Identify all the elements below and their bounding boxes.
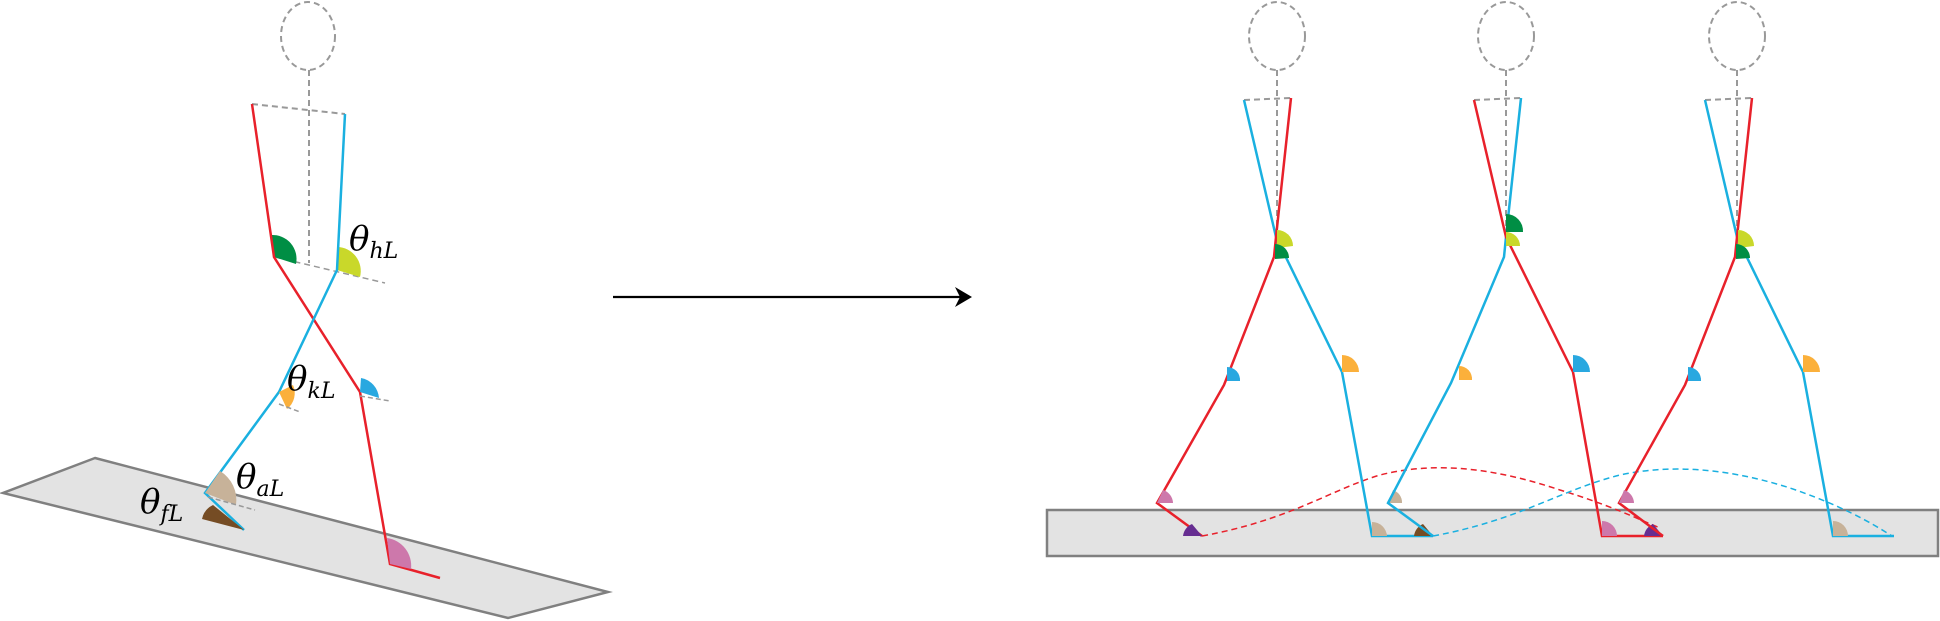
theta-symbol: θ [287, 359, 308, 399]
knee-ref-dashed [278, 403, 301, 413]
knee-angle-orange-wedge [1342, 355, 1359, 372]
knee-subscript: kL [307, 379, 336, 404]
leg-red [1155, 97, 1293, 538]
ankle-subscript: aL [256, 477, 285, 502]
knee-angle-blue-wedge [1688, 366, 1702, 381]
left-panel [0, 1, 613, 620]
head-outline [1248, 1, 1306, 71]
knee-angle-blue-wedge [1573, 355, 1590, 372]
theta-symbol: θ [140, 482, 161, 522]
knee-angle-blue-wedge [360, 378, 379, 398]
hip-angle-left-wedge [271, 234, 297, 264]
hip-angle-right-wedge [337, 247, 361, 277]
head-outline [1477, 1, 1535, 71]
hip-subscript: hL [369, 239, 399, 264]
ankle-angle-label: θaL [236, 460, 284, 501]
leg-red [1617, 97, 1754, 537]
ankle-angle-tan-wedge-2 [1388, 490, 1403, 503]
leg-blue [1703, 99, 1894, 538]
ankle-angle-pink-wedge [1602, 521, 1617, 536]
foot-angle-purple-wedge [1183, 524, 1202, 536]
leg-blue [1386, 97, 1523, 538]
foot-angle-label: θfL [140, 485, 183, 526]
pelvis-line-dashed [274, 256, 386, 284]
hip-angle-a-wedge [1277, 230, 1293, 248]
ground-plane-tilted [0, 456, 613, 620]
arrow-head-icon [955, 287, 972, 307]
head-outline [280, 1, 336, 71]
ankle-angle-tan-wedge [1372, 521, 1387, 536]
ankle-angle-pink-wedge-2 [1619, 490, 1634, 503]
gait-figure-2 [1386, 1, 1663, 538]
knee-angle-label: θkL [287, 362, 335, 403]
knee-ref-dashed-2 [359, 395, 391, 402]
theta-symbol: θ [349, 219, 370, 259]
foot-subscript: fL [160, 502, 184, 527]
hip-angle-label: θhL [349, 222, 398, 263]
hip-line-dashed [1473, 97, 1522, 101]
knee-angle-orange-wedge [279, 385, 295, 409]
knee-angle-orange-wedge [1459, 365, 1473, 380]
hip-line-dashed [1243, 97, 1292, 101]
hip-line-dashed [1704, 97, 1753, 101]
blue-foot-trajectory [1432, 468, 1893, 537]
ankle-angle-tan-wedge [205, 471, 237, 505]
foot-angle-brown-wedge [202, 505, 244, 530]
gait-figure-3 [1617, 1, 1894, 538]
leg-red [1472, 99, 1663, 538]
gait-figure-1 [1155, 1, 1433, 538]
ankle-ref-dashed [207, 496, 256, 511]
hip-angle-b-wedge [1736, 244, 1750, 259]
head-outline [1708, 1, 1766, 71]
hip-angle-a-wedge [1506, 232, 1520, 246]
hip-angle-a-wedge [1738, 230, 1754, 248]
ground-plane-flat [1045, 508, 1940, 558]
ankle-angle-pink-wedge [1157, 490, 1173, 503]
theta-symbol: θ [236, 457, 257, 497]
right-panel [1045, 1, 1940, 558]
ankle-angle-tan-wedge [1833, 521, 1848, 536]
hip-angle-b-wedge [1506, 213, 1524, 232]
hip-line-dashed [251, 103, 346, 115]
red-foot-trajectory [1201, 467, 1661, 537]
transition-arrow [613, 287, 972, 307]
knee-angle-orange-wedge [1803, 355, 1820, 372]
ankle-angle-pink-wedge [387, 538, 412, 569]
hip-angle-b-wedge [1275, 244, 1289, 259]
knee-angle-blue-wedge [1227, 366, 1241, 381]
